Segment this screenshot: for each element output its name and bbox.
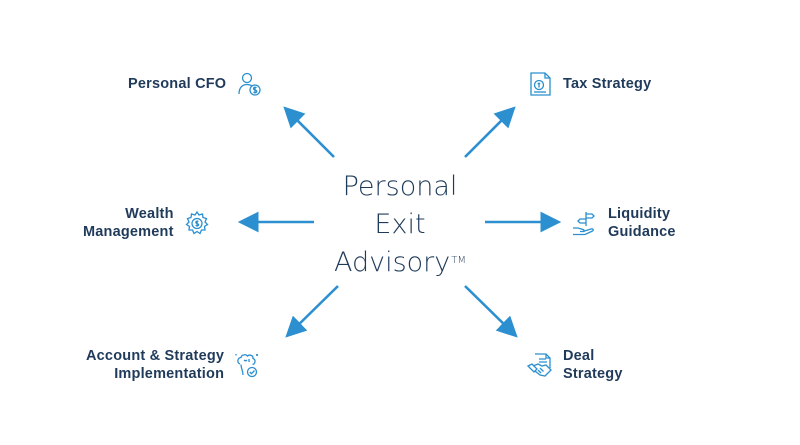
center-line-1: Personal — [342, 171, 458, 202]
center-line-3-text: Advisory — [333, 247, 451, 278]
node-tax-strategy: Tax Strategy — [526, 70, 651, 98]
liquidity-guidance-line-2: Guidance — [608, 224, 676, 240]
arrow-to-account-strategy — [285, 285, 339, 338]
account-strategy-label: Account & Strategy Implementation — [86, 347, 224, 383]
hand-signpost-icon — [571, 209, 599, 237]
gear-dollar-icon — [183, 209, 211, 237]
tax-strategy-label: Tax Strategy — [563, 76, 652, 92]
center-line-2: Exit — [374, 209, 426, 240]
personal-cfo-label: Personal CFO — [128, 76, 227, 92]
node-personal-cfo: Personal CFO — [128, 70, 263, 98]
arrow-to-personal-cfo — [283, 106, 335, 158]
wealth-management-line-2: Management — [83, 224, 174, 240]
node-account-strategy: Account & Strategy Implementation — [86, 347, 261, 383]
liquidity-guidance-label: Liquidity Guidance — [608, 205, 676, 241]
arrow-to-deal-strategy — [464, 285, 518, 338]
node-wealth-management: Wealth Management — [83, 205, 211, 241]
document-tax-icon — [526, 70, 554, 98]
deal-strategy-line-2: Strategy — [563, 366, 623, 382]
account-strategy-line-2: Implementation — [114, 366, 225, 382]
node-deal-strategy: Deal Strategy — [526, 347, 623, 383]
wealth-management-label: Wealth Management — [83, 205, 174, 241]
deal-strategy-line-1: Deal — [563, 348, 595, 364]
deal-strategy-label: Deal Strategy — [563, 347, 623, 383]
trademark-mark: TM — [451, 255, 467, 266]
wealth-management-line-1: Wealth — [125, 206, 174, 222]
handshake-document-icon — [526, 351, 554, 379]
center-line-3: AdvisoryTM — [300, 244, 500, 282]
liquidity-guidance-line-1: Liquidity — [608, 206, 671, 222]
person-dollar-icon — [235, 70, 263, 98]
arrow-to-tax-strategy — [464, 106, 516, 158]
node-liquidity-guidance: Liquidity Guidance — [571, 205, 676, 241]
central-title: Personal Exit AdvisoryTM — [300, 168, 500, 282]
account-strategy-line-1: Account & Strategy — [86, 348, 225, 364]
brain-check-icon — [233, 351, 261, 379]
